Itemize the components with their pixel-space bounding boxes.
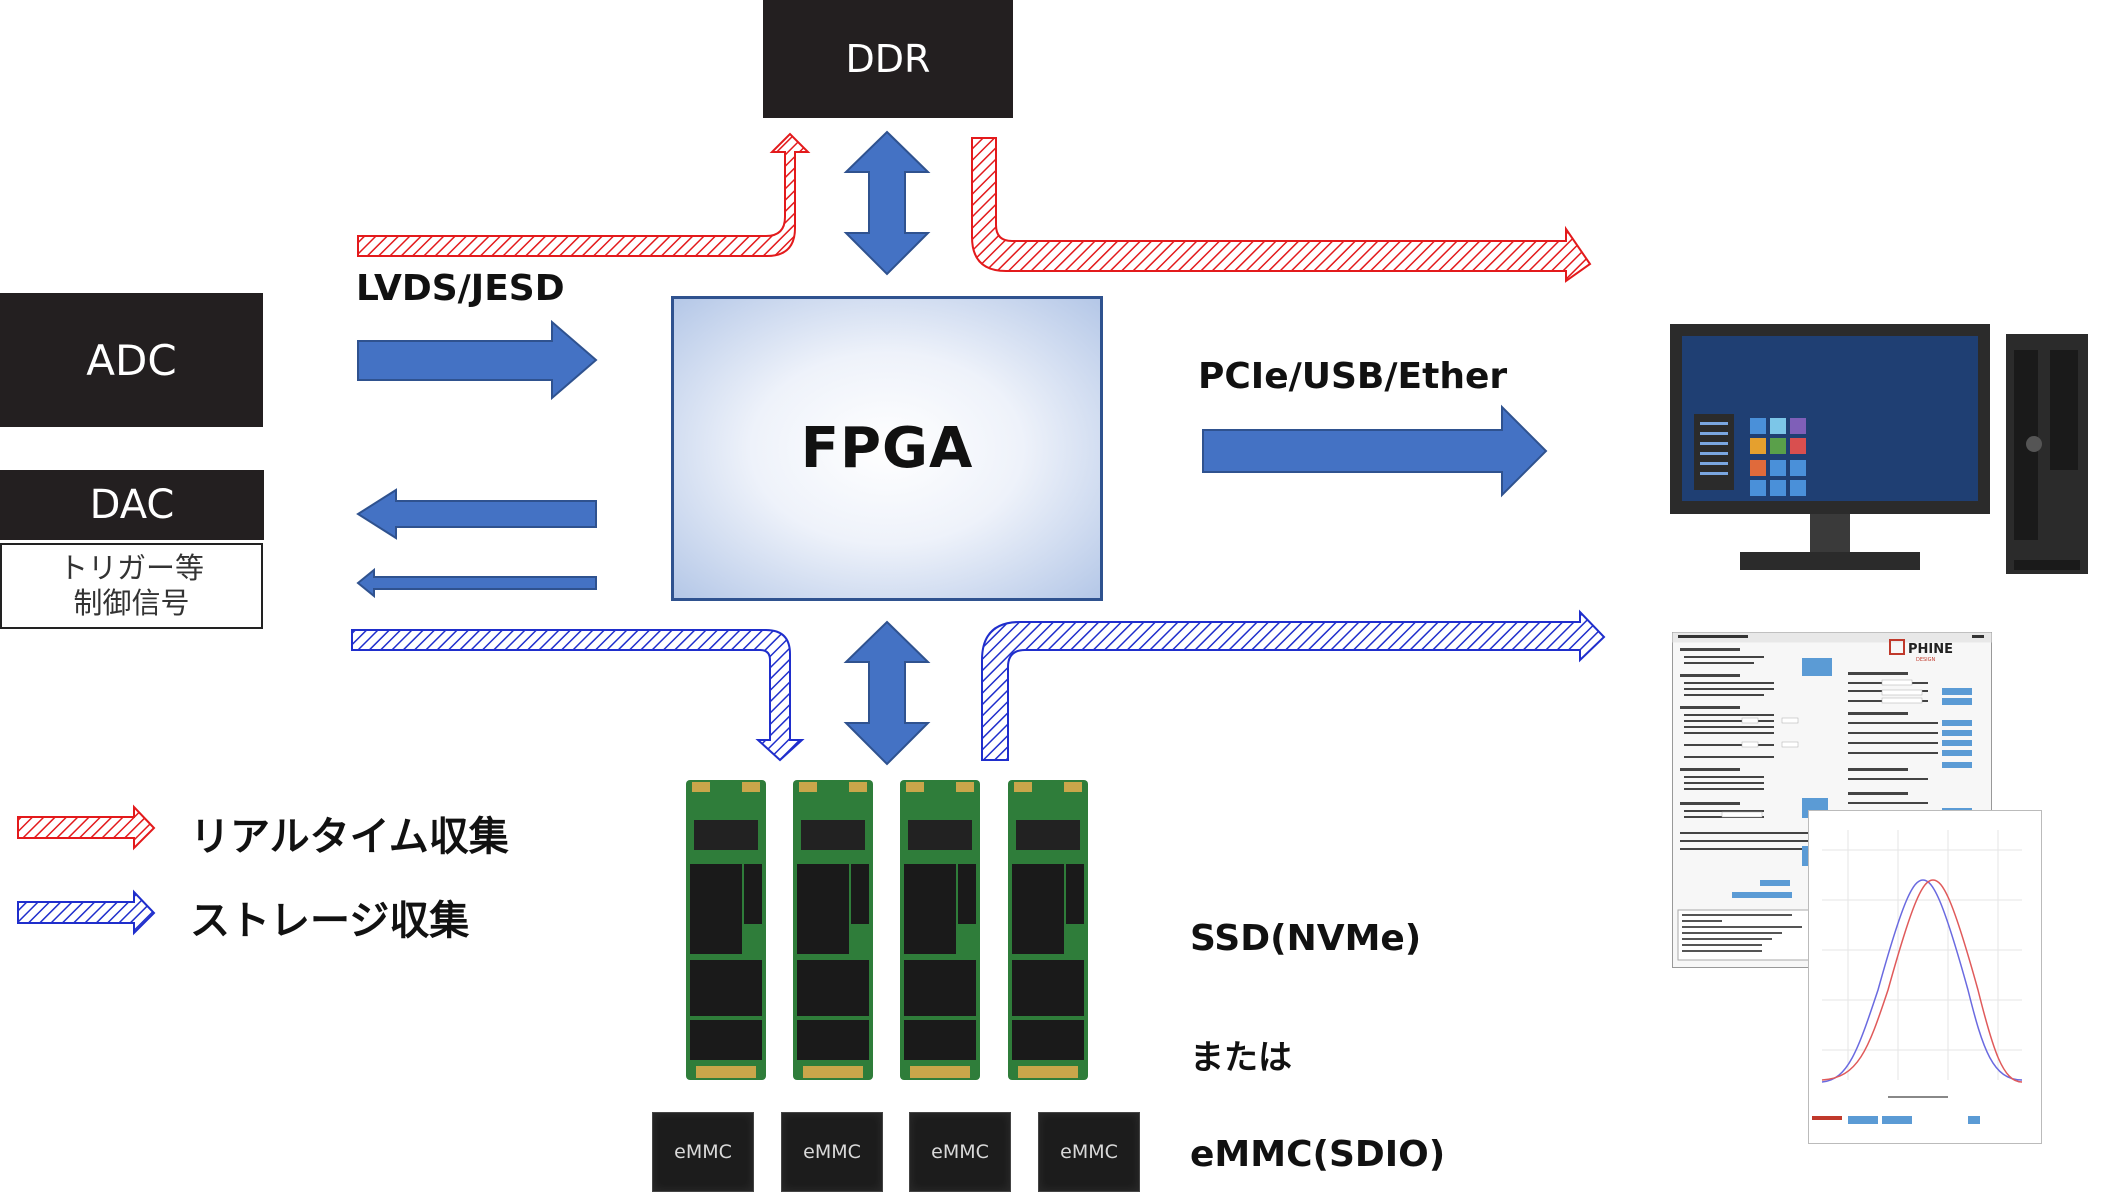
lvds-arrow <box>357 319 598 401</box>
legend-storage-label: ストレージ収集 <box>190 898 470 944</box>
realtime-arrow-to-ddr <box>357 132 811 257</box>
monitor-icon <box>1670 324 1990 570</box>
lvds-label: LVDS/JESD <box>356 268 565 309</box>
storage-arrow-to-ssd <box>351 629 805 762</box>
emmc-chip-4: eMMC <box>1038 1112 1140 1192</box>
ssd-module-1 <box>686 780 766 1080</box>
legend-storage-arrow <box>17 889 156 936</box>
adc-label: ADC <box>86 335 177 385</box>
emmc-bus-label: eMMC(SDIO) <box>1190 1134 1446 1175</box>
phine-logo-text: PHINE <box>1908 642 1953 657</box>
dac-out-arrow <box>356 488 597 540</box>
trigger-label-line1: トリガー等 <box>58 551 204 586</box>
pc-illustration <box>1670 324 2088 574</box>
emmc-chip-2: eMMC <box>781 1112 883 1192</box>
adc-block: ADC <box>0 293 263 427</box>
or-label: または <box>1190 1038 1292 1078</box>
emmc-chip-3: eMMC <box>909 1112 1011 1192</box>
trigger-control-box: トリガー等 制御信号 <box>0 543 263 629</box>
storage-fpga-arrow <box>843 620 931 766</box>
realtime-arrow-to-pc <box>971 137 1592 283</box>
dac-label: DAC <box>89 482 175 528</box>
trigger-label-line2: 制御信号 <box>73 586 190 620</box>
ddr-label: DDR <box>845 37 931 81</box>
fpga-block: FPGA <box>671 296 1103 601</box>
dac-block: DAC <box>0 470 264 540</box>
ddr-fpga-arrow <box>843 130 931 276</box>
pcie-label: PCIe/USB/Ether <box>1198 356 1508 397</box>
fpga-label: FPGA <box>800 416 974 481</box>
phine-logo: PHINE DESIGN <box>1889 639 1953 663</box>
trigger-out-arrow <box>356 567 597 599</box>
ssd-module-3 <box>900 780 980 1080</box>
ddr-block: DDR <box>763 0 1013 118</box>
pcie-arrow <box>1202 404 1548 498</box>
ssd-module-2 <box>793 780 873 1080</box>
ssd-module-4 <box>1008 780 1088 1080</box>
storage-arrow-to-pc <box>981 609 1606 761</box>
waveform-window-screenshot <box>1808 810 2042 1144</box>
phine-logo-subtext: DESIGN <box>1916 657 1936 663</box>
ssd-label: SSD(NVMe) <box>1190 918 1422 959</box>
legend-realtime-arrow <box>17 804 156 851</box>
legend-realtime-label: リアルタイム収集 <box>190 814 509 860</box>
emmc-chip-1: eMMC <box>652 1112 754 1192</box>
tower-icon <box>2006 334 2088 574</box>
